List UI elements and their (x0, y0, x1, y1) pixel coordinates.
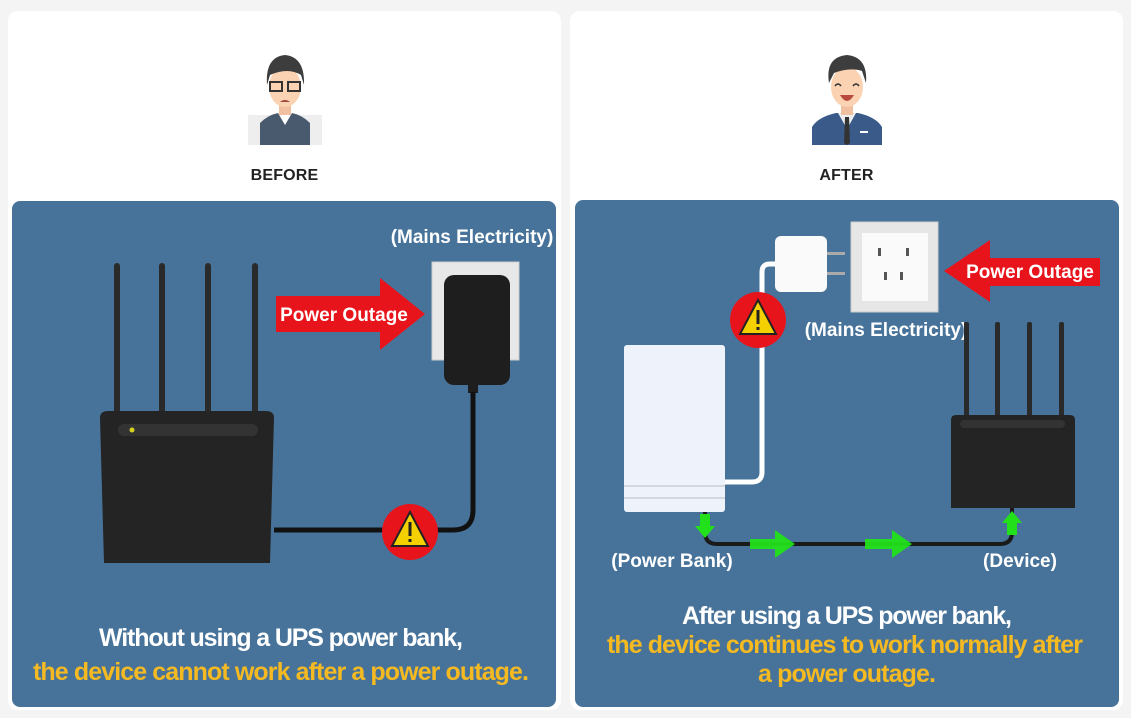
caption-line-3: a power outage. (758, 660, 936, 688)
caption-line-2: the device continues to work normally af… (607, 631, 1083, 659)
before-illustration-panel: Power Outage (Mains Electricity) Without… (12, 201, 556, 707)
plug-adapter-icon (775, 236, 845, 292)
power-outage-label: Power Outage (966, 262, 1094, 283)
wall-socket-icon (850, 221, 939, 313)
mains-electricity-label: (Mains Electricity) (805, 320, 968, 341)
caption-line-2: the device cannot work after a power out… (33, 658, 529, 686)
happy-man-avatar-icon (812, 55, 882, 145)
power-outage-label: Power Outage (280, 305, 408, 326)
power-flow-arrows-icon (695, 511, 1022, 558)
ups-power-bank-icon (624, 345, 725, 512)
power-outage-arrow-icon (944, 240, 1100, 302)
router-icon (951, 322, 1075, 508)
after-heading: AFTER (819, 167, 874, 184)
after-illustration-panel: Power Outage (Mains Electricity) (575, 200, 1119, 707)
worried-man-avatar-icon (248, 55, 322, 145)
caption-line-1: After using a UPS power bank, (682, 602, 1012, 630)
device-label: (Device) (983, 551, 1057, 572)
caption-line-1: Without using a UPS power bank, (99, 624, 463, 652)
before-heading: BEFORE (250, 167, 319, 184)
charging-cable (725, 261, 775, 485)
power-cable (274, 392, 476, 533)
router-icon (100, 263, 274, 563)
power-bank-label: (Power Bank) (611, 551, 732, 572)
power-outage-arrow-icon (276, 278, 425, 350)
mains-electricity-label: (Mains Electricity) (391, 227, 554, 248)
wall-socket-with-adapter-icon (431, 261, 520, 393)
warning-icon (730, 292, 786, 348)
warning-icon (382, 504, 438, 560)
output-cable (703, 508, 1014, 546)
